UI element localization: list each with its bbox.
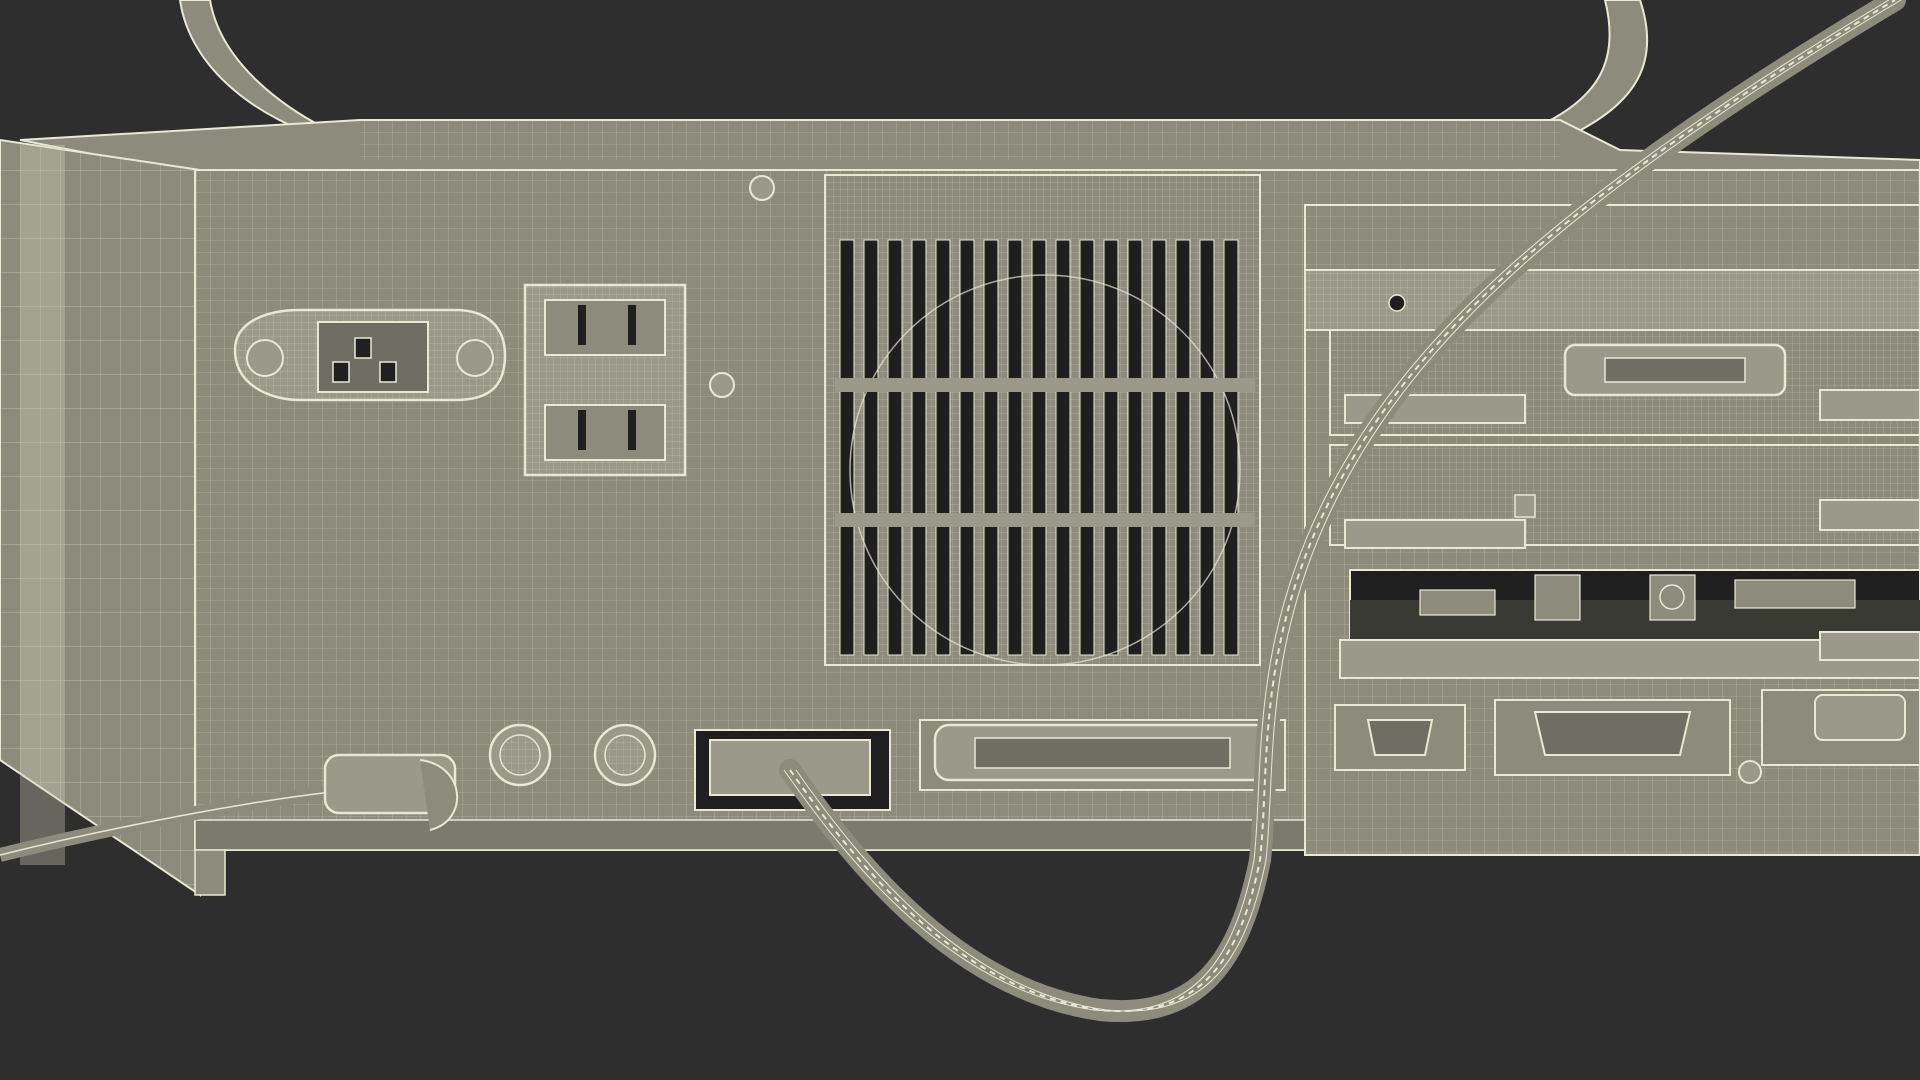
fan-slot <box>1151 239 1167 656</box>
fan-slot <box>1223 239 1239 656</box>
vented-fan-grille <box>824 174 1261 666</box>
fan-slot <box>1031 239 1047 656</box>
fan-slot <box>1127 239 1143 656</box>
handle-left <box>178 0 351 141</box>
fan-slot <box>983 239 999 656</box>
fan-slot <box>959 239 975 656</box>
screw-icon <box>1738 760 1762 784</box>
coiled-cable <box>0 753 458 862</box>
screw-icon <box>749 175 775 201</box>
fan-slot <box>935 239 951 656</box>
screw-icon <box>1388 294 1406 312</box>
fan-slot <box>1079 239 1095 656</box>
fan-slot <box>911 239 927 656</box>
fan-slot <box>1007 239 1023 656</box>
screw-icon <box>709 372 735 398</box>
dual-rocker-switch <box>523 283 687 477</box>
centronics-port <box>694 719 1286 811</box>
fan-slot <box>1175 239 1191 656</box>
round-din-port <box>488 723 552 787</box>
fan-slot <box>1103 239 1119 656</box>
db9-port <box>1334 704 1466 771</box>
coiled-cable <box>779 0 1906 1023</box>
fan-slot <box>863 239 879 656</box>
db25-port <box>1494 689 1920 776</box>
foot <box>194 849 226 896</box>
iec-power-inlet <box>233 308 507 402</box>
round-din-port <box>593 723 657 787</box>
fan-slot <box>1199 239 1215 656</box>
fan-slot <box>1055 239 1071 656</box>
fan-slot <box>887 239 903 656</box>
fan-slot <box>839 239 855 656</box>
